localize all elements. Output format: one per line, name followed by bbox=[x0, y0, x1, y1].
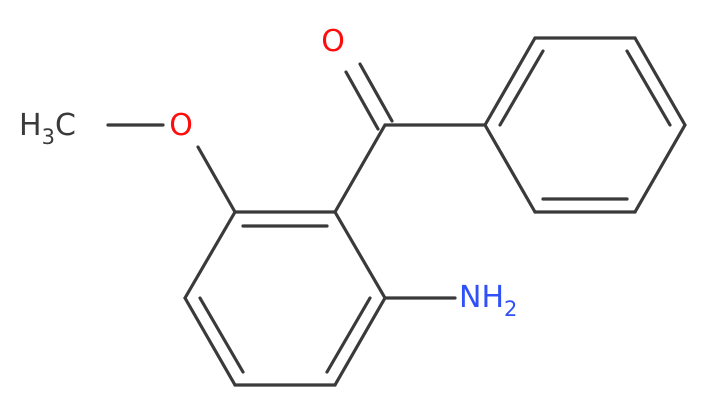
methoxy-group bbox=[106, 123, 237, 214]
bond bbox=[333, 296, 387, 387]
bond bbox=[483, 36, 537, 127]
bond bbox=[633, 123, 687, 214]
methoxy-oxygen-label: O bbox=[169, 108, 193, 143]
double-bond-inner bbox=[325, 296, 372, 374]
bond bbox=[333, 123, 387, 214]
methyl-h: H bbox=[19, 108, 42, 143]
bond bbox=[183, 296, 237, 387]
carbonyl-oxygen-label: O bbox=[321, 24, 345, 59]
carbonyl-group bbox=[333, 62, 487, 214]
bond bbox=[483, 123, 537, 214]
methyl-c: C bbox=[55, 108, 76, 143]
amine-nh: NH bbox=[459, 280, 504, 315]
carbonyl-double-bond bbox=[358, 62, 394, 123]
double-bond-inner bbox=[625, 49, 672, 127]
substituted-ring bbox=[183, 210, 387, 387]
bond bbox=[183, 210, 237, 300]
amine-subscript: 2 bbox=[504, 297, 517, 321]
bond bbox=[196, 145, 237, 214]
double-bond-inner bbox=[498, 49, 545, 127]
carbonyl-double-bond bbox=[344, 70, 380, 131]
bond bbox=[333, 210, 387, 300]
methyl-label: H3C bbox=[19, 108, 76, 149]
phenyl-ring bbox=[483, 36, 687, 214]
methyl-subscript: 3 bbox=[42, 125, 55, 149]
amine-label: NH2 bbox=[459, 280, 517, 321]
bond bbox=[633, 36, 687, 127]
double-bond-inner bbox=[198, 296, 245, 374]
